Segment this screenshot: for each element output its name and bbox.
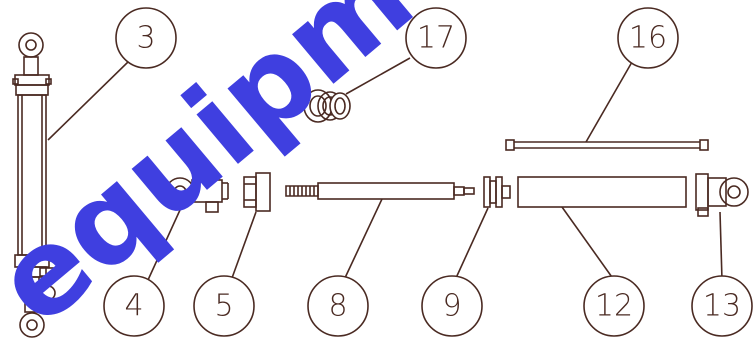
- callout-9: 9: [421, 275, 483, 337]
- callout-3: 3: [115, 7, 177, 69]
- leader-lines: [47, 57, 723, 281]
- part-4-rod-eye: [165, 177, 229, 213]
- callout-5-label: 5: [214, 289, 233, 324]
- callout-4: 4: [103, 275, 165, 337]
- part-5-gland-nut: [243, 172, 271, 212]
- callout-13: 13: [691, 275, 753, 337]
- callout-4-label: 4: [124, 289, 143, 324]
- part-12-barrel-tube: [517, 176, 687, 208]
- part-3-cylinder: [12, 32, 56, 338]
- callout-12: 12: [583, 275, 645, 337]
- callout-5: 5: [193, 275, 255, 337]
- part-9-piston: [483, 176, 511, 208]
- callout-17: 17: [405, 7, 467, 69]
- part-16-tie-rod: [505, 139, 709, 151]
- part-8-piston-rod: [285, 182, 475, 200]
- callout-16: 16: [617, 7, 679, 69]
- callout-17-label: 17: [417, 21, 455, 56]
- callout-16-label: 16: [629, 21, 667, 56]
- watermark-text: equipment: [0, 0, 607, 340]
- callout-9-label: 9: [442, 289, 461, 324]
- callout-8-label: 8: [328, 289, 347, 324]
- part-13-base-eye: [695, 173, 749, 217]
- callout-13-label: 13: [703, 289, 741, 324]
- part-17-seal-rings: [303, 89, 351, 123]
- callout-12-label: 12: [595, 289, 633, 324]
- callout-8: 8: [307, 275, 369, 337]
- callout-3-label: 3: [136, 21, 155, 56]
- watermark: equipment: [0, 0, 607, 340]
